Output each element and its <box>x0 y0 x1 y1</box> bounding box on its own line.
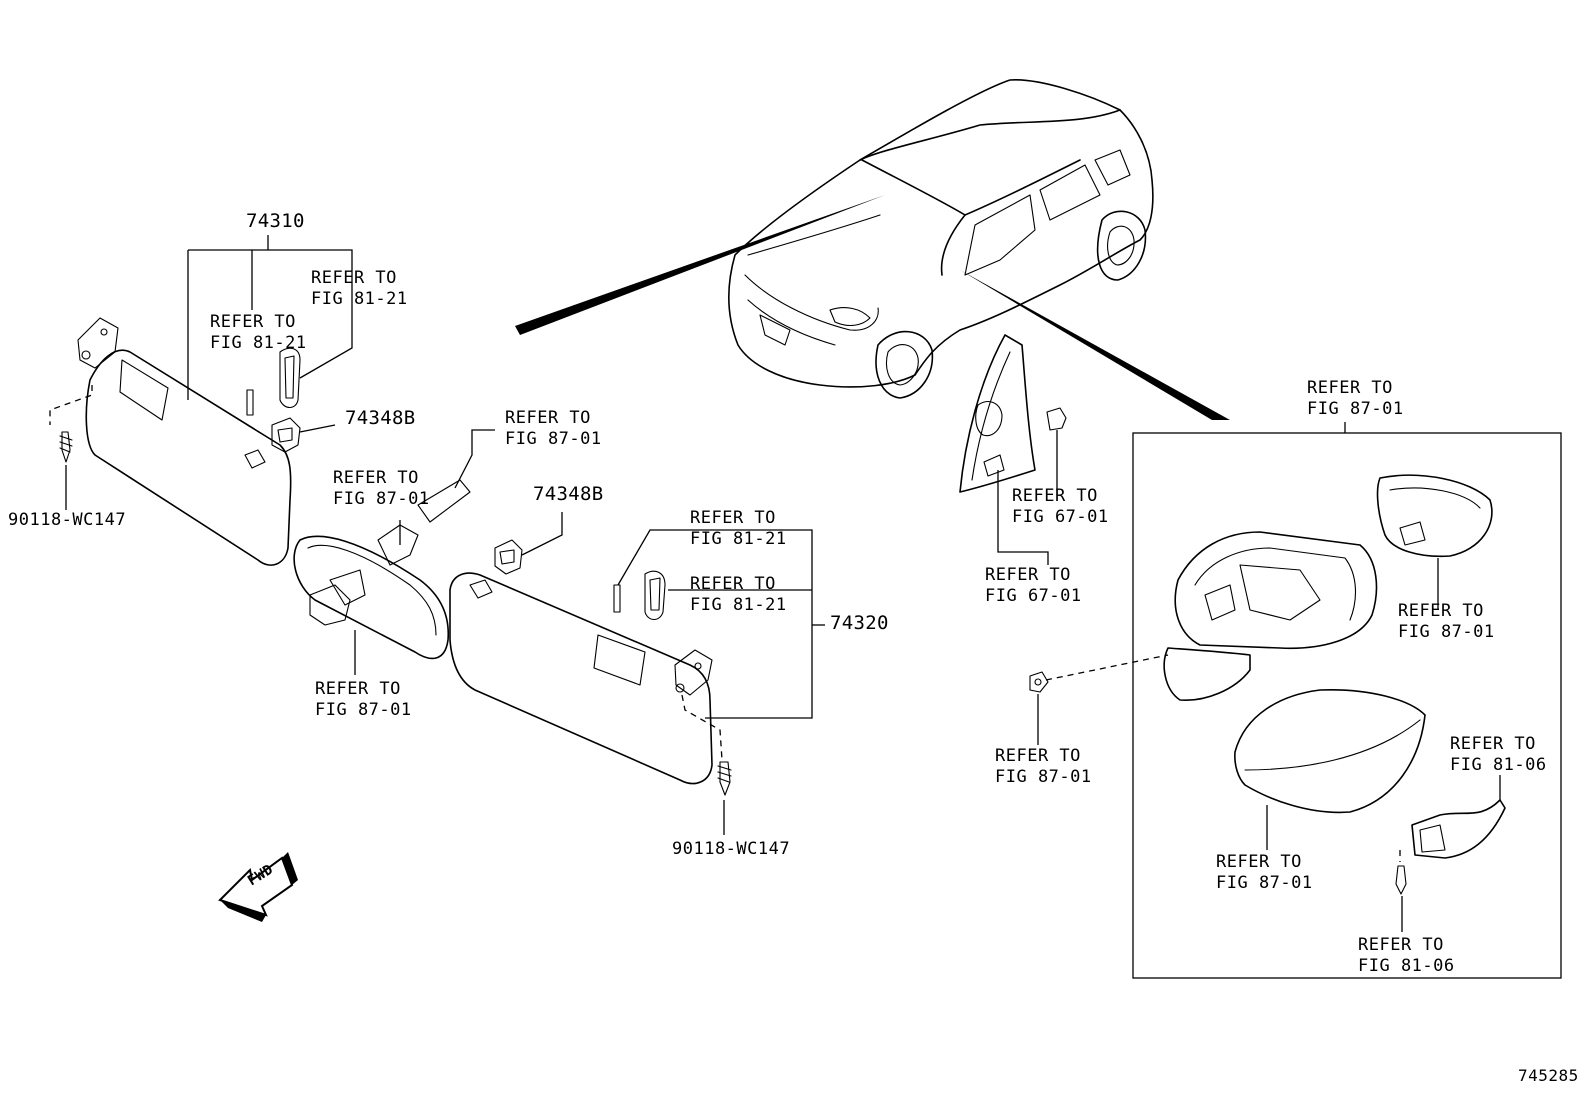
part-number-74348b-left: 74348B <box>345 407 416 429</box>
part-number-74348b-mid: 74348B <box>533 483 604 505</box>
refer-note-garnish-clip: REFER TO FIG 67-01 <box>1012 486 1109 527</box>
refer-note-visor-right-a: REFER TO FIG 81-21 <box>690 508 787 549</box>
fwd-arrow-icon <box>218 852 298 922</box>
figure-id: 745285 <box>1518 1066 1579 1085</box>
refer-note-nut: REFER TO FIG 87-01 <box>995 746 1092 787</box>
right-sun-visor <box>449 572 713 785</box>
refer-note-mirror-cover: REFER TO FIG 87-01 <box>505 408 602 449</box>
part-number-screw-left: 90118-WC147 <box>8 510 127 530</box>
vehicle-illustration <box>728 79 1154 399</box>
refer-note-lamp-screw: REFER TO FIG 81-06 <box>1358 935 1455 976</box>
refer-note-rear-view-mirror: REFER TO FIG 87-01 <box>315 679 412 720</box>
refer-note-cover: REFER TO FIG 87-01 <box>1216 852 1313 893</box>
refer-note-outer-mirror: REFER TO FIG 87-01 <box>1307 378 1404 419</box>
callout-wedge-interior <box>515 195 885 335</box>
lamp-screw <box>1395 865 1407 895</box>
part-number-screw-right: 90118-WC147 <box>672 839 791 859</box>
inner-rear-view-mirror <box>293 479 471 660</box>
screw-right <box>717 761 732 796</box>
visor-clip-right <box>494 539 523 575</box>
refer-note-garnish: REFER TO FIG 67-01 <box>985 565 1082 606</box>
garnish-clip <box>1046 407 1067 431</box>
pillar-garnish <box>959 334 1036 493</box>
part-number-74310: 74310 <box>246 210 305 232</box>
screw-left <box>59 431 73 463</box>
refer-note-turn-lamp: REFER TO FIG 81-06 <box>1450 734 1547 775</box>
refer-note-mirror-glass: REFER TO FIG 87-01 <box>1398 601 1495 642</box>
mirror-nut <box>1029 671 1049 693</box>
outer-mirror-glass <box>1376 474 1493 558</box>
refer-note-visor-left-a: REFER TO FIG 81-21 <box>311 268 408 309</box>
left-sun-visor <box>77 317 292 566</box>
outer-mirror-detail-box <box>1132 432 1562 979</box>
refer-note-visor-left-b: REFER TO FIG 81-21 <box>210 312 307 353</box>
callout-wedge-mirror <box>960 270 1230 420</box>
refer-note-visor-right-b: REFER TO FIG 81-21 <box>690 574 787 615</box>
outer-mirror-body <box>1163 531 1378 701</box>
outer-mirror-cover <box>1234 688 1426 814</box>
visor-clip-left <box>271 417 301 453</box>
refer-note-mirror-clip: REFER TO FIG 87-01 <box>333 468 430 509</box>
turn-signal-lamp <box>1411 799 1506 859</box>
part-number-74320: 74320 <box>830 612 889 634</box>
